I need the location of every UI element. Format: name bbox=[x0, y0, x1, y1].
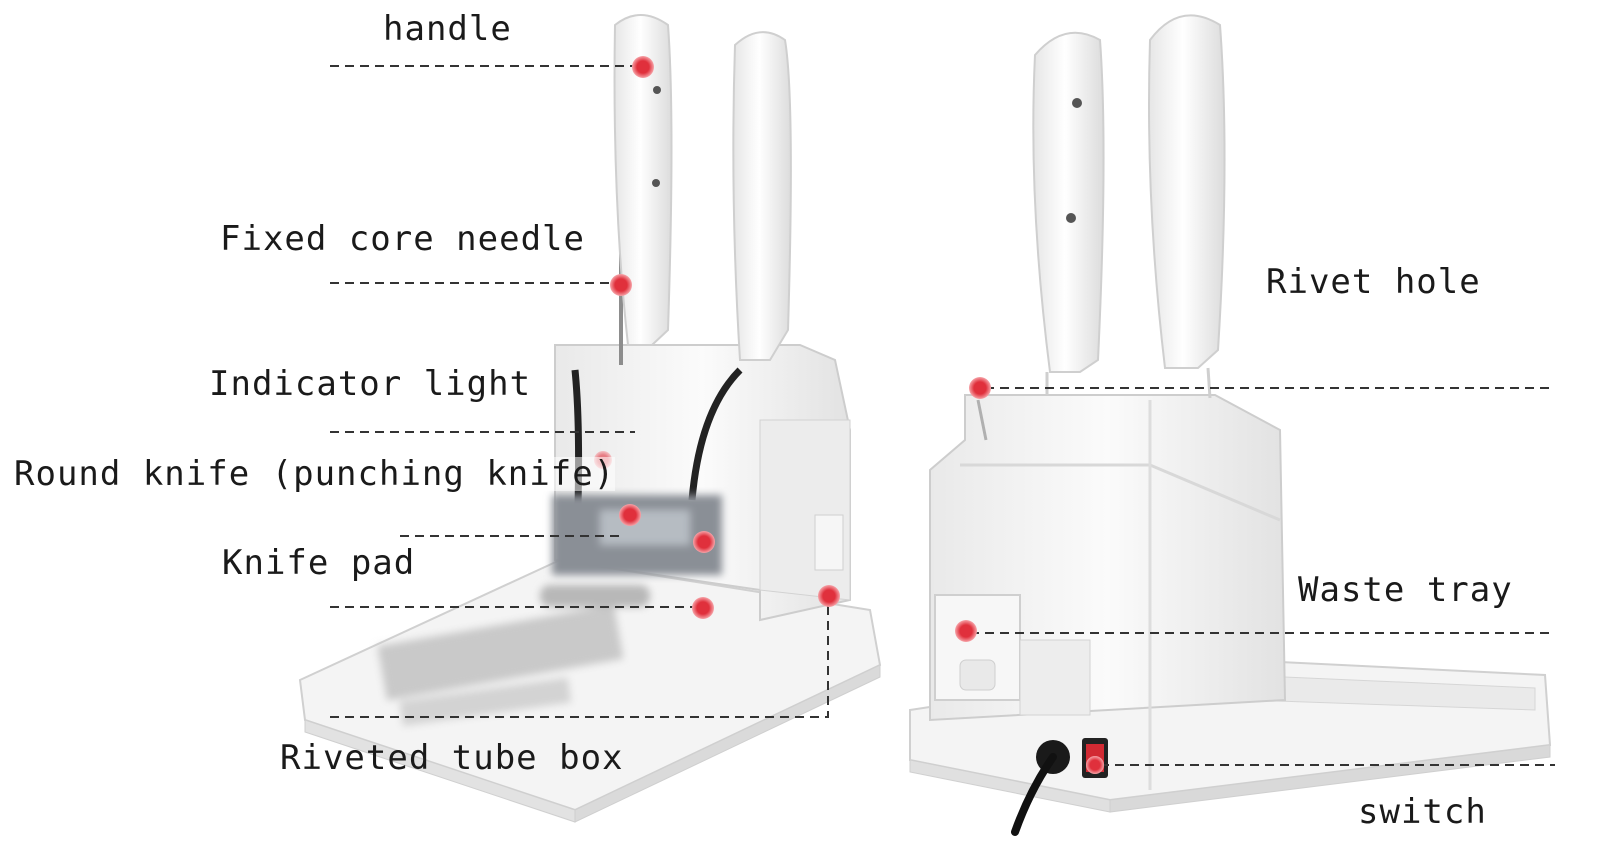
marker-knife-pad-upper bbox=[693, 531, 715, 553]
label-rivet-hole: Rivet hole bbox=[1266, 262, 1481, 302]
marker-round-knife bbox=[619, 504, 641, 526]
marker-fixed-core-needle bbox=[610, 274, 632, 296]
label-fixed-core-needle: Fixed core needle bbox=[220, 219, 585, 259]
marker-switch bbox=[1086, 756, 1104, 774]
marker-waste-tray bbox=[955, 620, 977, 642]
leader-riveted-tube-box bbox=[330, 598, 829, 718]
marker-riveted-tube-box bbox=[818, 585, 840, 607]
label-indicator-light: Indicator light bbox=[209, 364, 532, 404]
right-machine bbox=[909, 14, 1552, 836]
marker-knife-pad bbox=[692, 597, 714, 619]
left-machine bbox=[298, 14, 882, 823]
power-cable bbox=[1011, 753, 1057, 836]
right-handle-back bbox=[1032, 31, 1105, 373]
left-handle-back bbox=[732, 31, 792, 361]
marker-rivet-hole bbox=[969, 377, 991, 399]
label-knife-pad: Knife pad bbox=[222, 543, 416, 583]
markers bbox=[594, 56, 1104, 774]
label-round-knife: Round knife (punching knife) bbox=[14, 454, 616, 494]
blurred-print-area bbox=[377, 585, 650, 726]
label-waste-tray: Waste tray bbox=[1298, 570, 1513, 610]
right-handle-front bbox=[1148, 14, 1226, 369]
left-handle-front bbox=[613, 14, 673, 346]
marker-handle bbox=[632, 56, 654, 78]
label-handle: handle bbox=[383, 9, 512, 49]
label-switch: switch bbox=[1358, 792, 1487, 832]
leader-lines bbox=[330, 65, 1555, 766]
label-riveted-tube-box: Riveted tube box bbox=[280, 738, 624, 778]
